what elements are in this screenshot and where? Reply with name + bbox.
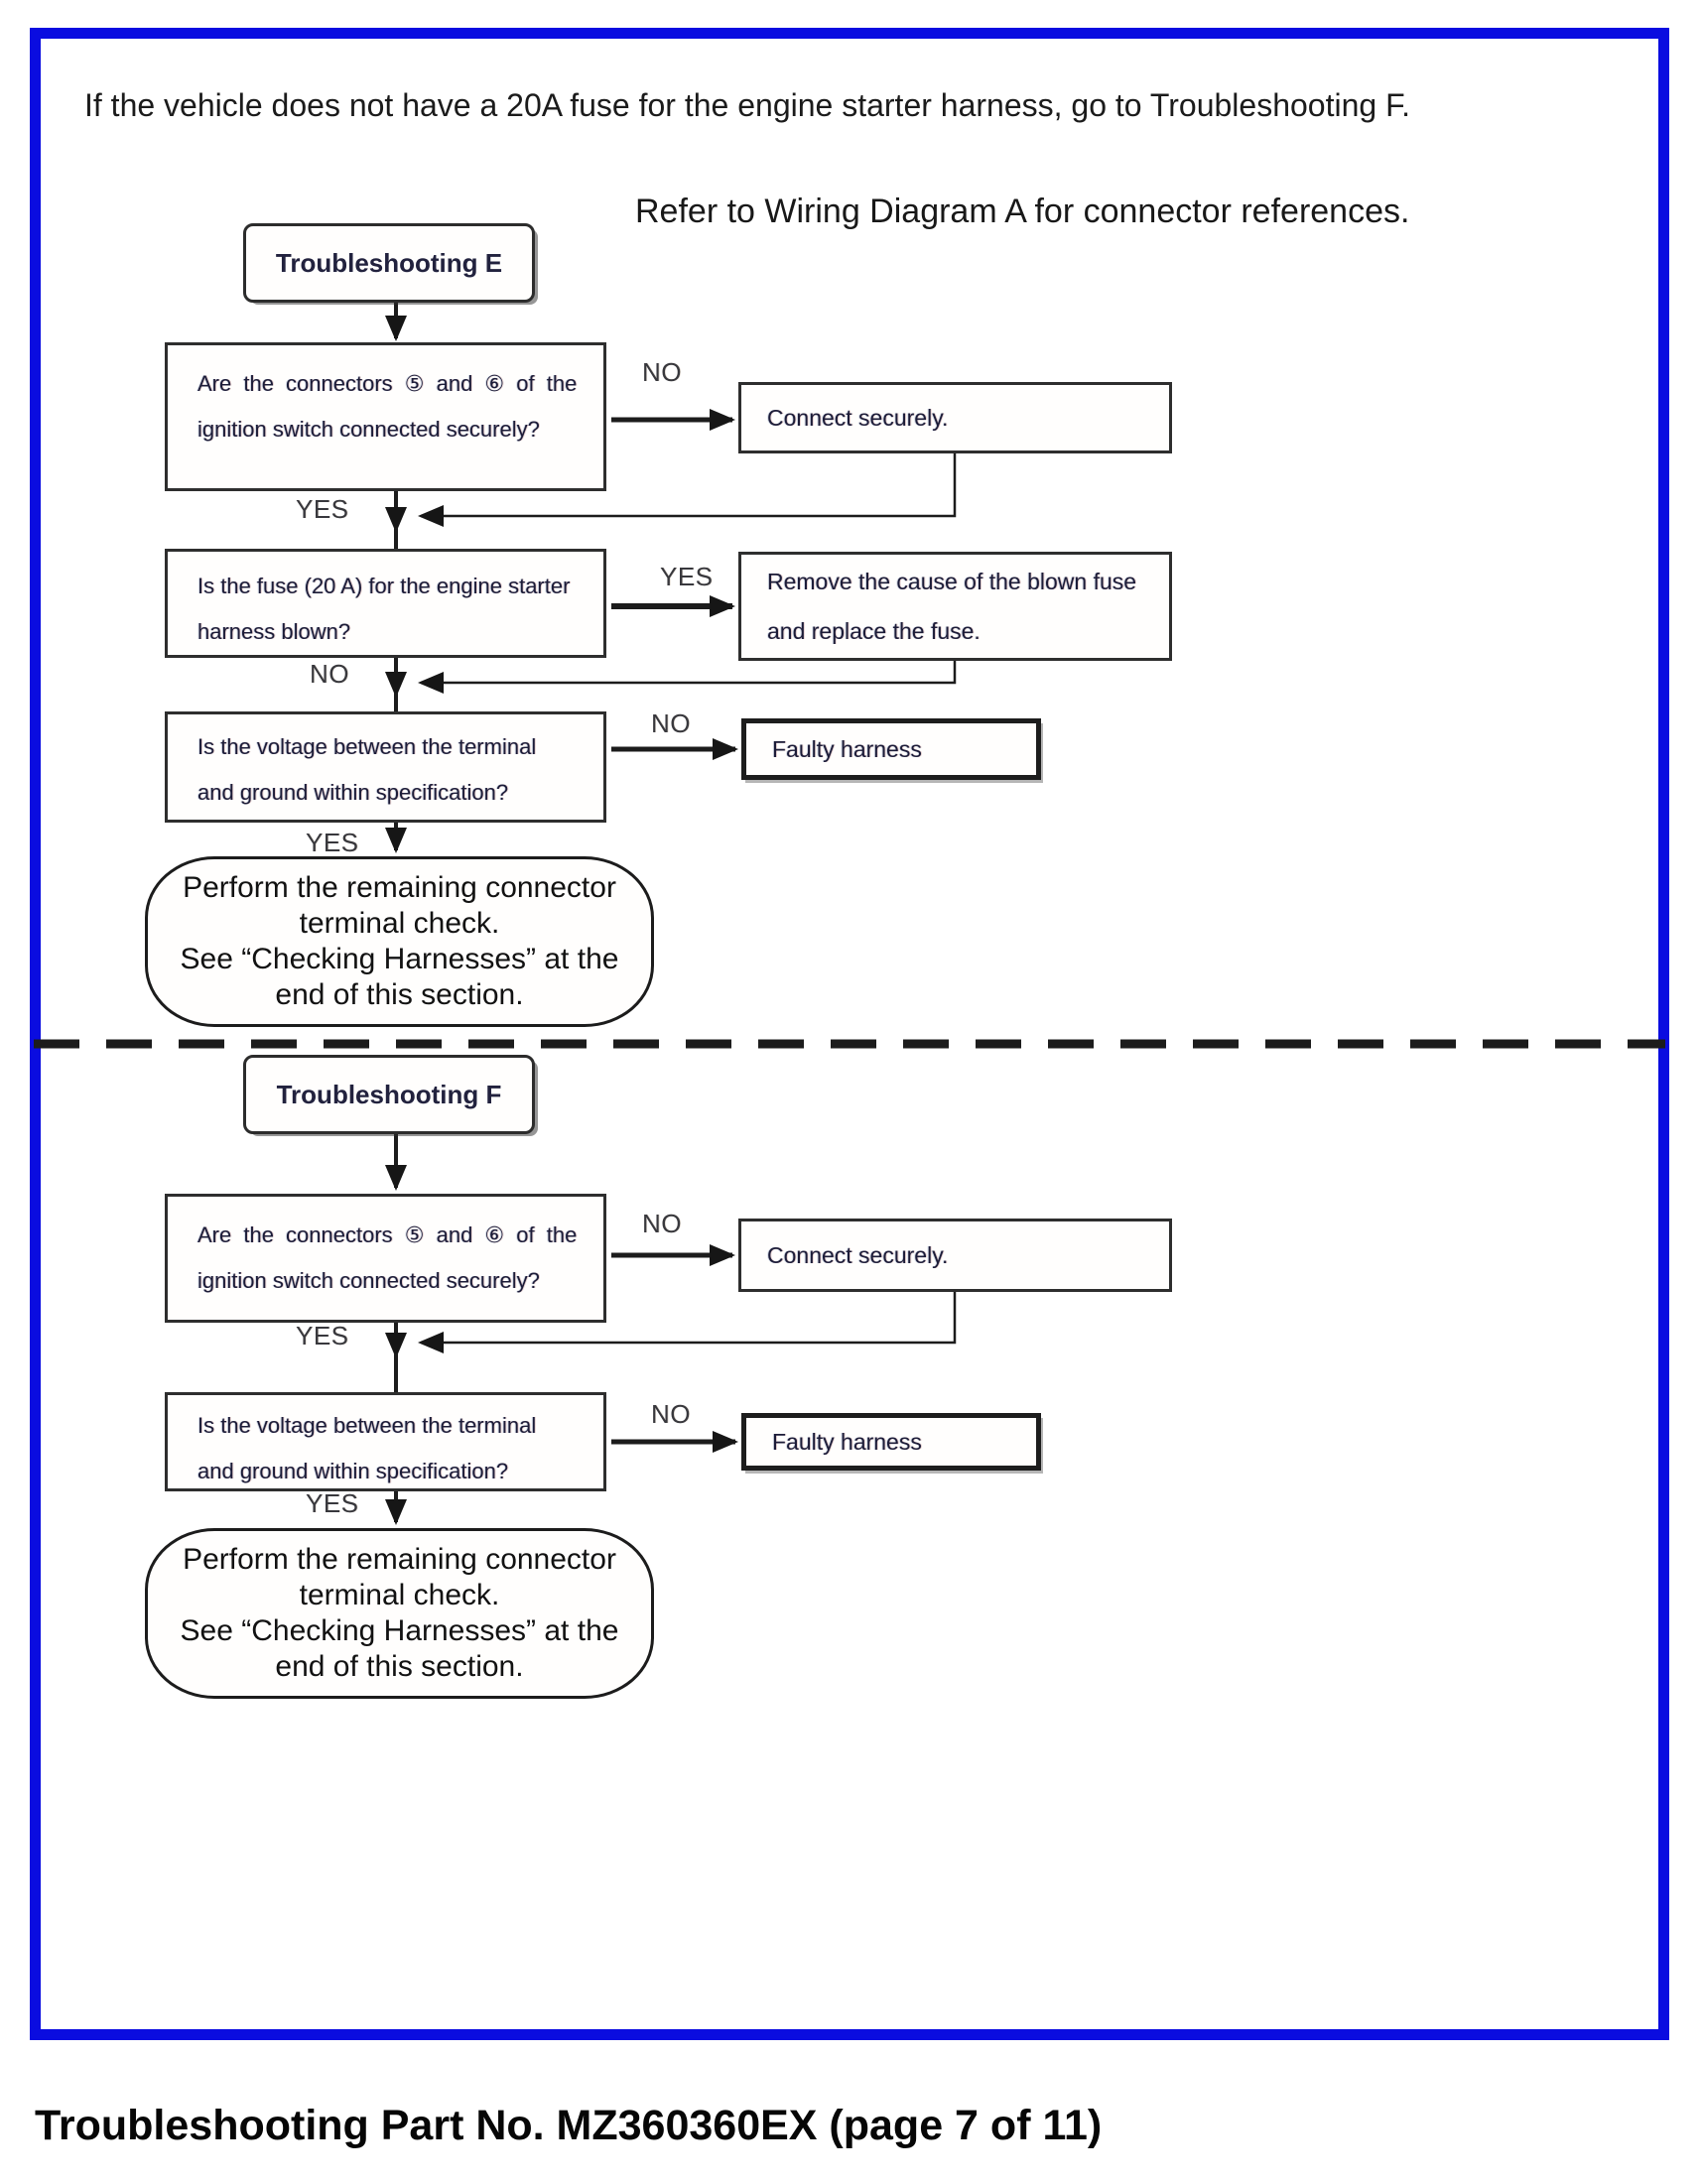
question-line: ignition switch connected securely? — [197, 1268, 540, 1293]
question-line: Is the fuse (20 A) for the engine starte… — [197, 574, 571, 598]
terminal-line: terminal check. — [299, 1579, 500, 1611]
edge-label-yes: YES — [296, 1321, 349, 1350]
flow-e-title-box: Troubleshooting E — [243, 223, 535, 303]
flow-e-action-connect-securely: Connect securely. — [738, 382, 1172, 453]
question-line: Is the voltage between the terminal — [197, 1413, 537, 1438]
terminal-line: end of this section. — [275, 978, 524, 1011]
edge-label-yes: YES — [306, 828, 359, 857]
edge-label-no: NO — [642, 1209, 682, 1238]
terminal-line: end of this section. — [275, 1650, 524, 1683]
edge-label-no: NO — [651, 708, 691, 738]
result-text: Faulty harness — [772, 1428, 922, 1455]
action-text: Connect securely. — [767, 404, 949, 431]
flow-f-result-faulty-harness: Faulty harness — [741, 1413, 1041, 1471]
result-text: Faulty harness — [772, 735, 922, 762]
terminal-line: See “Checking Harnesses” at the — [180, 943, 619, 975]
terminal-line: Perform the remaining connector — [183, 1543, 616, 1576]
question-line: Is the voltage between the terminal — [197, 734, 537, 759]
edge-label-no: NO — [642, 357, 682, 387]
question-line: Are the connectors ⑤ and ⑥ of the — [197, 371, 578, 396]
question-line: Are the connectors ⑤ and ⑥ of the — [197, 1222, 578, 1247]
flow-e-question-connectors: Are the connectors ⑤ and ⑥ of the igniti… — [165, 342, 606, 491]
flow-e-result-faulty-harness: Faulty harness — [741, 718, 1041, 780]
edge-label-yes: YES — [306, 1488, 359, 1518]
intro-text: If the vehicle does not have a 20A fuse … — [84, 87, 1410, 123]
action-line: Remove the cause of the blown fuse — [767, 569, 1137, 594]
flow-f-title: Troubleshooting F — [276, 1079, 502, 1109]
edge-label-yes: YES — [296, 494, 349, 524]
terminal-line: See “Checking Harnesses” at the — [180, 1614, 619, 1647]
flow-f-question-voltage: Is the voltage between the terminal and … — [165, 1392, 606, 1491]
question-line: and ground within specification? — [197, 1459, 509, 1483]
flow-f-terminal-check: Perform the remaining connector terminal… — [145, 1528, 654, 1699]
page-caption: Troubleshooting Part No. MZ360360EX (pag… — [35, 2102, 1103, 2149]
question-line: and ground within specification? — [197, 780, 509, 805]
question-line: harness blown? — [197, 619, 351, 644]
action-line: and replace the fuse. — [767, 618, 981, 644]
page-border-frame — [30, 28, 1669, 2040]
terminal-line: terminal check. — [299, 907, 500, 940]
edge-label-yes: YES — [660, 562, 714, 591]
edge-label-no: NO — [310, 659, 349, 689]
flow-e-action-replace-fuse: Remove the cause of the blown fuse and r… — [738, 552, 1172, 661]
flow-e-terminal-check: Perform the remaining connector terminal… — [145, 856, 654, 1027]
flow-e-question-voltage: Is the voltage between the terminal and … — [165, 711, 606, 823]
flow-e-question-fuse: Is the fuse (20 A) for the engine starte… — [165, 549, 606, 658]
flow-f-question-connectors: Are the connectors ⑤ and ⑥ of the igniti… — [165, 1194, 606, 1323]
flow-f-action-connect-securely: Connect securely. — [738, 1219, 1172, 1292]
refer-note: Refer to Wiring Diagram A for connector … — [635, 193, 1410, 230]
terminal-line: Perform the remaining connector — [183, 871, 616, 904]
flow-f-title-box: Troubleshooting F — [243, 1055, 535, 1134]
flow-e-title: Troubleshooting E — [275, 247, 503, 278]
question-line: ignition switch connected securely? — [197, 417, 540, 442]
edge-label-no: NO — [651, 1399, 691, 1429]
action-text: Connect securely. — [767, 1241, 949, 1268]
